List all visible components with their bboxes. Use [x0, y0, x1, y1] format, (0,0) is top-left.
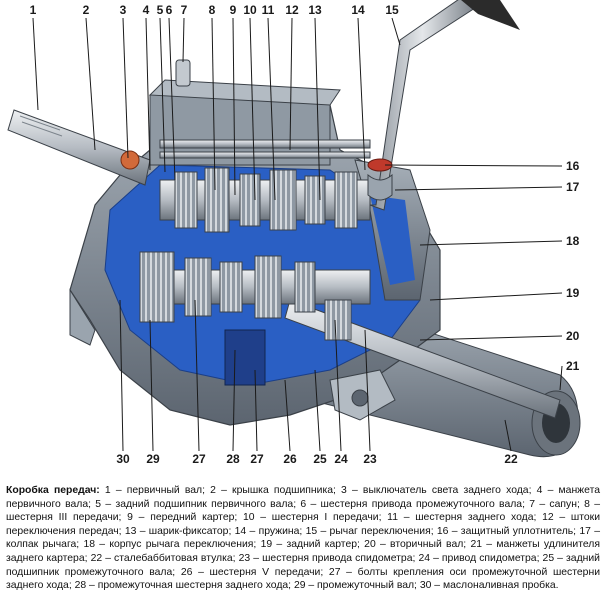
- part-label-top-5: 6: [166, 3, 173, 17]
- leader-line-top-6: [182, 17, 185, 63]
- part-label-right-3: 19: [566, 286, 580, 300]
- part-label-bottom-5: 26: [283, 452, 297, 466]
- leader-line-top-8: [232, 17, 236, 196]
- leader-line-bottom-3: [232, 349, 236, 452]
- leader-line-right-3: [429, 292, 563, 301]
- mount-bracket: [69, 288, 396, 421]
- leader-line-top-10: [267, 17, 276, 201]
- part-label-right-2: 18: [566, 234, 580, 248]
- part-label-right-1: 17: [566, 180, 580, 194]
- main-shaft-gears: [159, 167, 371, 233]
- part-label-top-8: 9: [230, 3, 237, 17]
- part-label-top-14: 15: [385, 3, 399, 17]
- leader-line-bottom-7: [334, 319, 342, 452]
- figure-caption: Коробка передач: 1 – первичный вал; 2 – …: [6, 484, 600, 593]
- part-label-bottom-9: 22: [504, 452, 518, 466]
- leader-line-bottom-8: [364, 329, 371, 452]
- leader-line-top-5: [168, 17, 176, 181]
- leader-line-top-14: [391, 17, 401, 46]
- leader-line-bottom-4: [254, 369, 258, 452]
- part-label-bottom-0: 30: [116, 452, 130, 466]
- leader-line-right-5: [559, 365, 563, 391]
- leader-line-top-7: [211, 17, 216, 191]
- part-label-bottom-7: 24: [334, 452, 348, 466]
- leader-line-top-0: [32, 17, 39, 111]
- part-label-right-0: 16: [566, 159, 580, 173]
- caption-title: Коробка передач:: [6, 485, 100, 496]
- input-shaft: [7, 109, 151, 186]
- leader-line-top-13: [357, 17, 366, 171]
- part-label-top-12: 13: [308, 3, 322, 17]
- leader-line-bottom-5: [284, 379, 291, 452]
- leader-line-right-1: [394, 186, 563, 191]
- intermediate-shaft-gears: [139, 251, 371, 386]
- leader-line-top-12: [314, 17, 321, 201]
- part-label-top-10: 11: [262, 3, 275, 17]
- part-label-top-9: 10: [243, 3, 257, 17]
- leader-line-bottom-0: [119, 299, 124, 452]
- leader-line-bottom-6: [314, 369, 321, 452]
- leader-line-top-9: [249, 17, 256, 201]
- part-label-bottom-4: 27: [250, 452, 264, 466]
- leader-line-top-11: [289, 17, 293, 151]
- part-label-top-6: 7: [181, 3, 188, 17]
- part-label-top-2: 3: [120, 3, 127, 17]
- part-label-right-5: 21: [566, 359, 580, 373]
- leader-line-top-4: [159, 17, 166, 173]
- shift-rods: [159, 139, 371, 159]
- leader-lines: [32, 17, 563, 452]
- caption-text: 1 – первичный вал; 2 – крышка подшипника…: [6, 485, 600, 592]
- leader-line-right-0: [384, 164, 563, 167]
- part-label-bottom-2: 27: [192, 452, 206, 466]
- part-label-top-7: 8: [209, 3, 216, 17]
- part-label-top-13: 14: [351, 3, 365, 17]
- part-label-bottom-1: 29: [146, 452, 160, 466]
- leader-line-top-2: [122, 17, 129, 159]
- part-label-top-3: 4: [143, 3, 150, 17]
- part-label-bottom-6: 25: [313, 452, 327, 466]
- output-shaft: [284, 299, 561, 419]
- part-label-top-0: 1: [30, 3, 37, 17]
- part-label-top-4: 5: [157, 3, 164, 17]
- part-label-bottom-8: 23: [363, 452, 377, 466]
- leader-line-right-2: [419, 240, 563, 246]
- shift-lever: [367, 0, 520, 211]
- leader-line-top-1: [85, 17, 96, 151]
- part-label-top-1: 2: [83, 3, 90, 17]
- leader-line-right-4: [419, 335, 563, 341]
- leader-line-bottom-9: [504, 419, 512, 452]
- part-label-bottom-3: 28: [226, 452, 240, 466]
- part-label-top-11: 12: [285, 3, 299, 17]
- leader-line-bottom-2: [194, 299, 200, 452]
- leader-line-bottom-1: [149, 319, 154, 452]
- part-label-right-4: 20: [566, 329, 580, 343]
- leader-line-top-3: [145, 17, 151, 171]
